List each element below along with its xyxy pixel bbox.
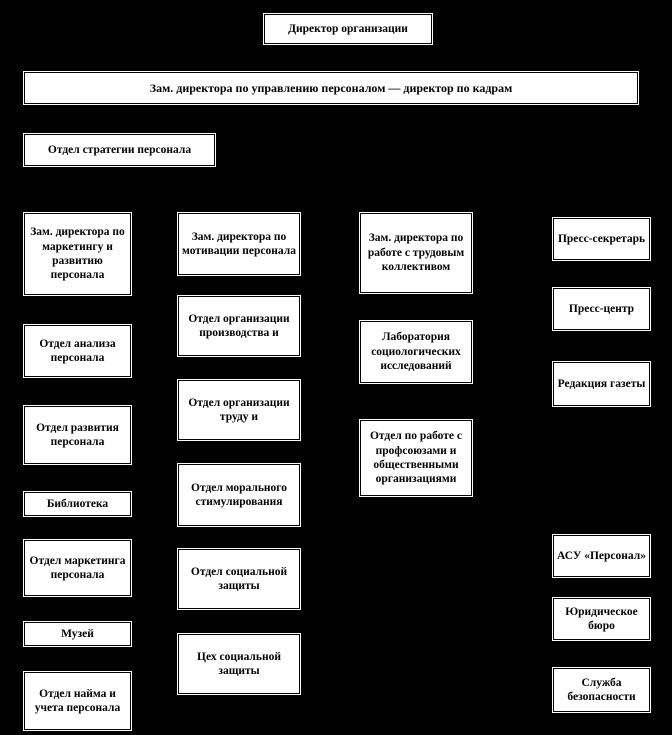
org-box-personnel-marketing-dept: Отдел маркетинга персонала bbox=[23, 539, 132, 597]
org-box-deputy-labor-collective: Зам. директора по работе с трудовым колл… bbox=[359, 212, 473, 294]
org-box-security-service: Служба безопасности bbox=[552, 667, 651, 713]
org-box-director: Директор организации bbox=[263, 13, 433, 45]
org-box-social-protection-dept: Отдел социальной защиты bbox=[177, 548, 301, 610]
org-box-personnel-strategy-dept: Отдел стратегии персонала bbox=[23, 133, 216, 167]
org-box-labor-organization-dept: Отдел организации труду и bbox=[177, 379, 301, 441]
org-box-personnel-analysis-dept: Отдел анализа персонала bbox=[23, 324, 132, 378]
org-box-press-center: Пресс-центр bbox=[552, 287, 651, 331]
org-box-newspaper-editorial: Редакция газеты bbox=[552, 361, 651, 407]
org-box-legal-bureau: Юридическое бюро bbox=[552, 597, 651, 641]
org-box-personnel-development-dept: Отдел развития персонала bbox=[23, 405, 132, 465]
org-box-social-protection-shop: Цех социальной защиты bbox=[177, 633, 301, 695]
org-box-hiring-accounting-dept: Отдел найма и учета персонала bbox=[23, 671, 132, 731]
org-box-deputy-motivation: Зам. директора по мотивации персонала bbox=[177, 212, 301, 276]
org-box-library: Библиотека bbox=[23, 491, 132, 517]
org-box-sociological-lab: Лаборатория социологических исследований bbox=[359, 320, 473, 384]
org-box-production-organization-dept: Отдел организации производства и bbox=[177, 295, 301, 357]
org-box-press-secretary: Пресс-секретарь bbox=[552, 217, 651, 261]
org-box-asu-personal: АСУ «Персонал» bbox=[552, 534, 651, 578]
org-box-moral-stimulation-dept: Отдел морального стимулирования bbox=[177, 463, 301, 527]
org-box-deputy-marketing-development: Зам. директора по маркетингу и развитию … bbox=[23, 212, 132, 296]
org-box-trade-unions-dept: Отдел по работе с профсоюзами и обществе… bbox=[359, 419, 473, 497]
org-box-deputy-hr-director: Зам. директора по управлению персоналом … bbox=[23, 71, 639, 105]
org-box-museum: Музей bbox=[23, 621, 132, 647]
